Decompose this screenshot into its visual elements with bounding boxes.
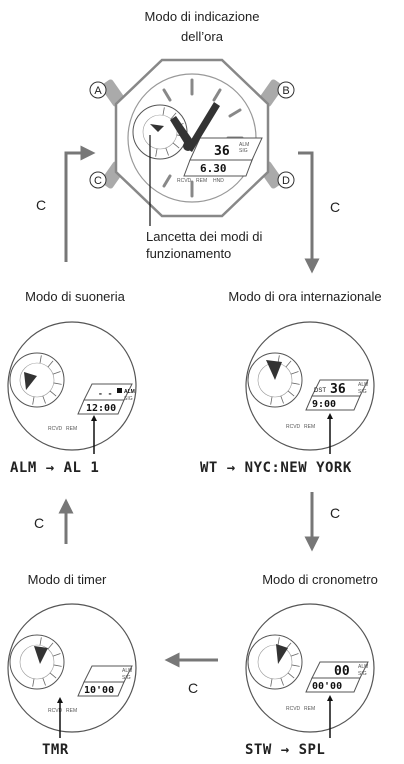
rcvd-indicator: RCVD: [48, 426, 63, 432]
world-time-mode-watch: DST 36 9:00 ALM SIG RCVD REM: [245, 321, 375, 454]
sig-indicator: SIG: [122, 675, 131, 681]
alm-indicator: ALM: [239, 142, 249, 148]
rem-indicator: REM: [66, 708, 77, 714]
mode-hand: [24, 372, 37, 390]
button-a-label: A: [94, 85, 102, 97]
stopwatch-time: 00'00: [312, 681, 342, 692]
rcvd-indicator: RCVD: [177, 178, 192, 184]
rcvd-indicator: RCVD: [48, 708, 63, 714]
alm-indicator: ALM: [124, 389, 135, 395]
mode-flow-arrows: [58, 145, 320, 668]
rcvd-indicator: RCVD: [286, 706, 301, 712]
minute-hand: [186, 102, 220, 152]
world-time-day: 36: [330, 382, 346, 397]
arrow-alarm-to-time: [64, 145, 96, 262]
rem-indicator: REM: [304, 706, 315, 712]
arrow-time-to-world: [298, 151, 320, 274]
alarm-mode-title: Modo di suoneria: [25, 289, 125, 304]
world-time-mode-code: WT → NYC:NEW YORK: [200, 460, 352, 476]
arrow-label-c: C: [330, 505, 340, 521]
mode-hand: [150, 124, 164, 132]
alarm-dash: - -: [98, 389, 112, 398]
rem-indicator: REM: [196, 178, 207, 184]
sig-indicator: SIG: [124, 396, 133, 402]
timer-mode-code: TMR: [42, 742, 69, 758]
mode-hand: [34, 646, 48, 664]
sig-indicator: SIG: [358, 671, 367, 677]
button-d-label: D: [282, 175, 290, 187]
hand-callout-line2: funzionamento: [146, 246, 232, 261]
arrow-label-c: C: [36, 197, 46, 213]
alm-indicator: ALM: [358, 664, 368, 670]
stopwatch-mode-title: Modo di cronometro: [262, 572, 378, 587]
arrow-label-c: C: [188, 680, 198, 696]
rcvd-indicator: RCVD: [286, 424, 301, 430]
alm-indicator: ALM: [358, 382, 368, 388]
world-time-mode-title: Modo di ora internazionale: [228, 289, 382, 304]
arrow-label-c: C: [34, 515, 44, 531]
alarm-time: 12:00: [86, 403, 116, 414]
button-c-label: C: [94, 175, 102, 187]
time-mode-title-line2: dell’ora: [181, 29, 223, 44]
button-labels: A B C D: [89, 81, 295, 189]
hnd-indicator: HND: [213, 178, 224, 184]
time-mode-day: 36: [214, 144, 230, 159]
sig-indicator: SIG: [239, 148, 248, 154]
hand-callout-line1: Lancetta dei modi di: [146, 229, 263, 244]
time-mode-title-line1: Modo di indicazione: [144, 9, 260, 24]
alarm-mode-code: ALM → AL 1: [10, 460, 100, 476]
arrow-label-c: C: [330, 199, 340, 215]
sig-indicator: SIG: [358, 389, 367, 395]
alm-indicator: ALM: [122, 668, 132, 674]
dst-indicator: DST: [314, 388, 326, 394]
stopwatch-mode-watch: 00 00'00 ALM SIG RCVD REM: [245, 603, 375, 738]
timer-time: 10'00: [84, 685, 114, 696]
mode-hand: [266, 360, 282, 380]
world-time-time: 9:00: [312, 399, 336, 410]
time-mode-watch: 36 6.30 ALM SIG RCVD REM HND: [100, 58, 284, 226]
alarm-mode-watch: - - ALM SIG 12:00 RCVD REM: [7, 321, 137, 454]
mode-hand: [276, 644, 288, 664]
rem-indicator: REM: [304, 424, 315, 430]
stopwatch-top: 00: [334, 664, 350, 679]
stopwatch-mode-code: STW → SPL: [245, 742, 326, 758]
timer-mode-watch: 10'00 ALM SIG RCVD REM: [7, 603, 137, 738]
rem-indicator: REM: [66, 426, 77, 432]
button-b-label: B: [282, 85, 289, 97]
hour-hand: [170, 116, 194, 146]
timer-mode-title: Modo di timer: [27, 572, 107, 587]
time-mode-time: 6.30: [200, 162, 227, 175]
